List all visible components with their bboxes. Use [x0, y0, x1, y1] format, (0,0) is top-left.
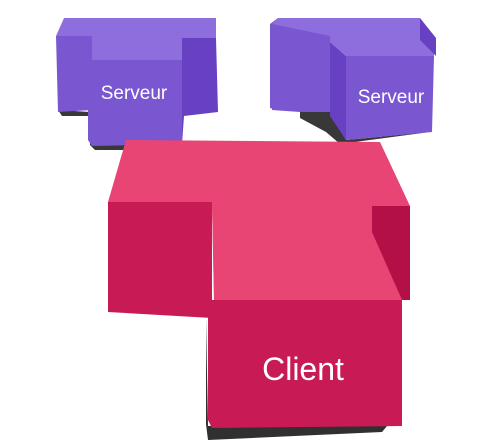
- server-block-right: Serveur: [270, 18, 436, 144]
- client-front-left: [108, 202, 212, 318]
- server-block-left: Serveur: [56, 18, 218, 150]
- server-right-front: [346, 56, 434, 140]
- server-right-side-inner: [330, 42, 346, 140]
- server-right-side-upper: [420, 18, 436, 56]
- client-shadow: [108, 312, 392, 440]
- client-block: Client: [108, 140, 410, 440]
- server-left-side: [182, 38, 218, 144]
- server-left-inner-top: [92, 36, 182, 60]
- server-right-front-back: [272, 24, 330, 112]
- client-label: Client: [262, 351, 344, 387]
- client-side-upper: [372, 206, 410, 300]
- client-inner-wall: [212, 202, 402, 300]
- server-right-top: [272, 18, 434, 56]
- server-right-label: Serveur: [358, 87, 425, 108]
- server-left-front: [88, 60, 182, 146]
- server-left-label: Serveur: [101, 83, 168, 104]
- server-left-front-back: [56, 36, 92, 112]
- client-front: [208, 300, 402, 428]
